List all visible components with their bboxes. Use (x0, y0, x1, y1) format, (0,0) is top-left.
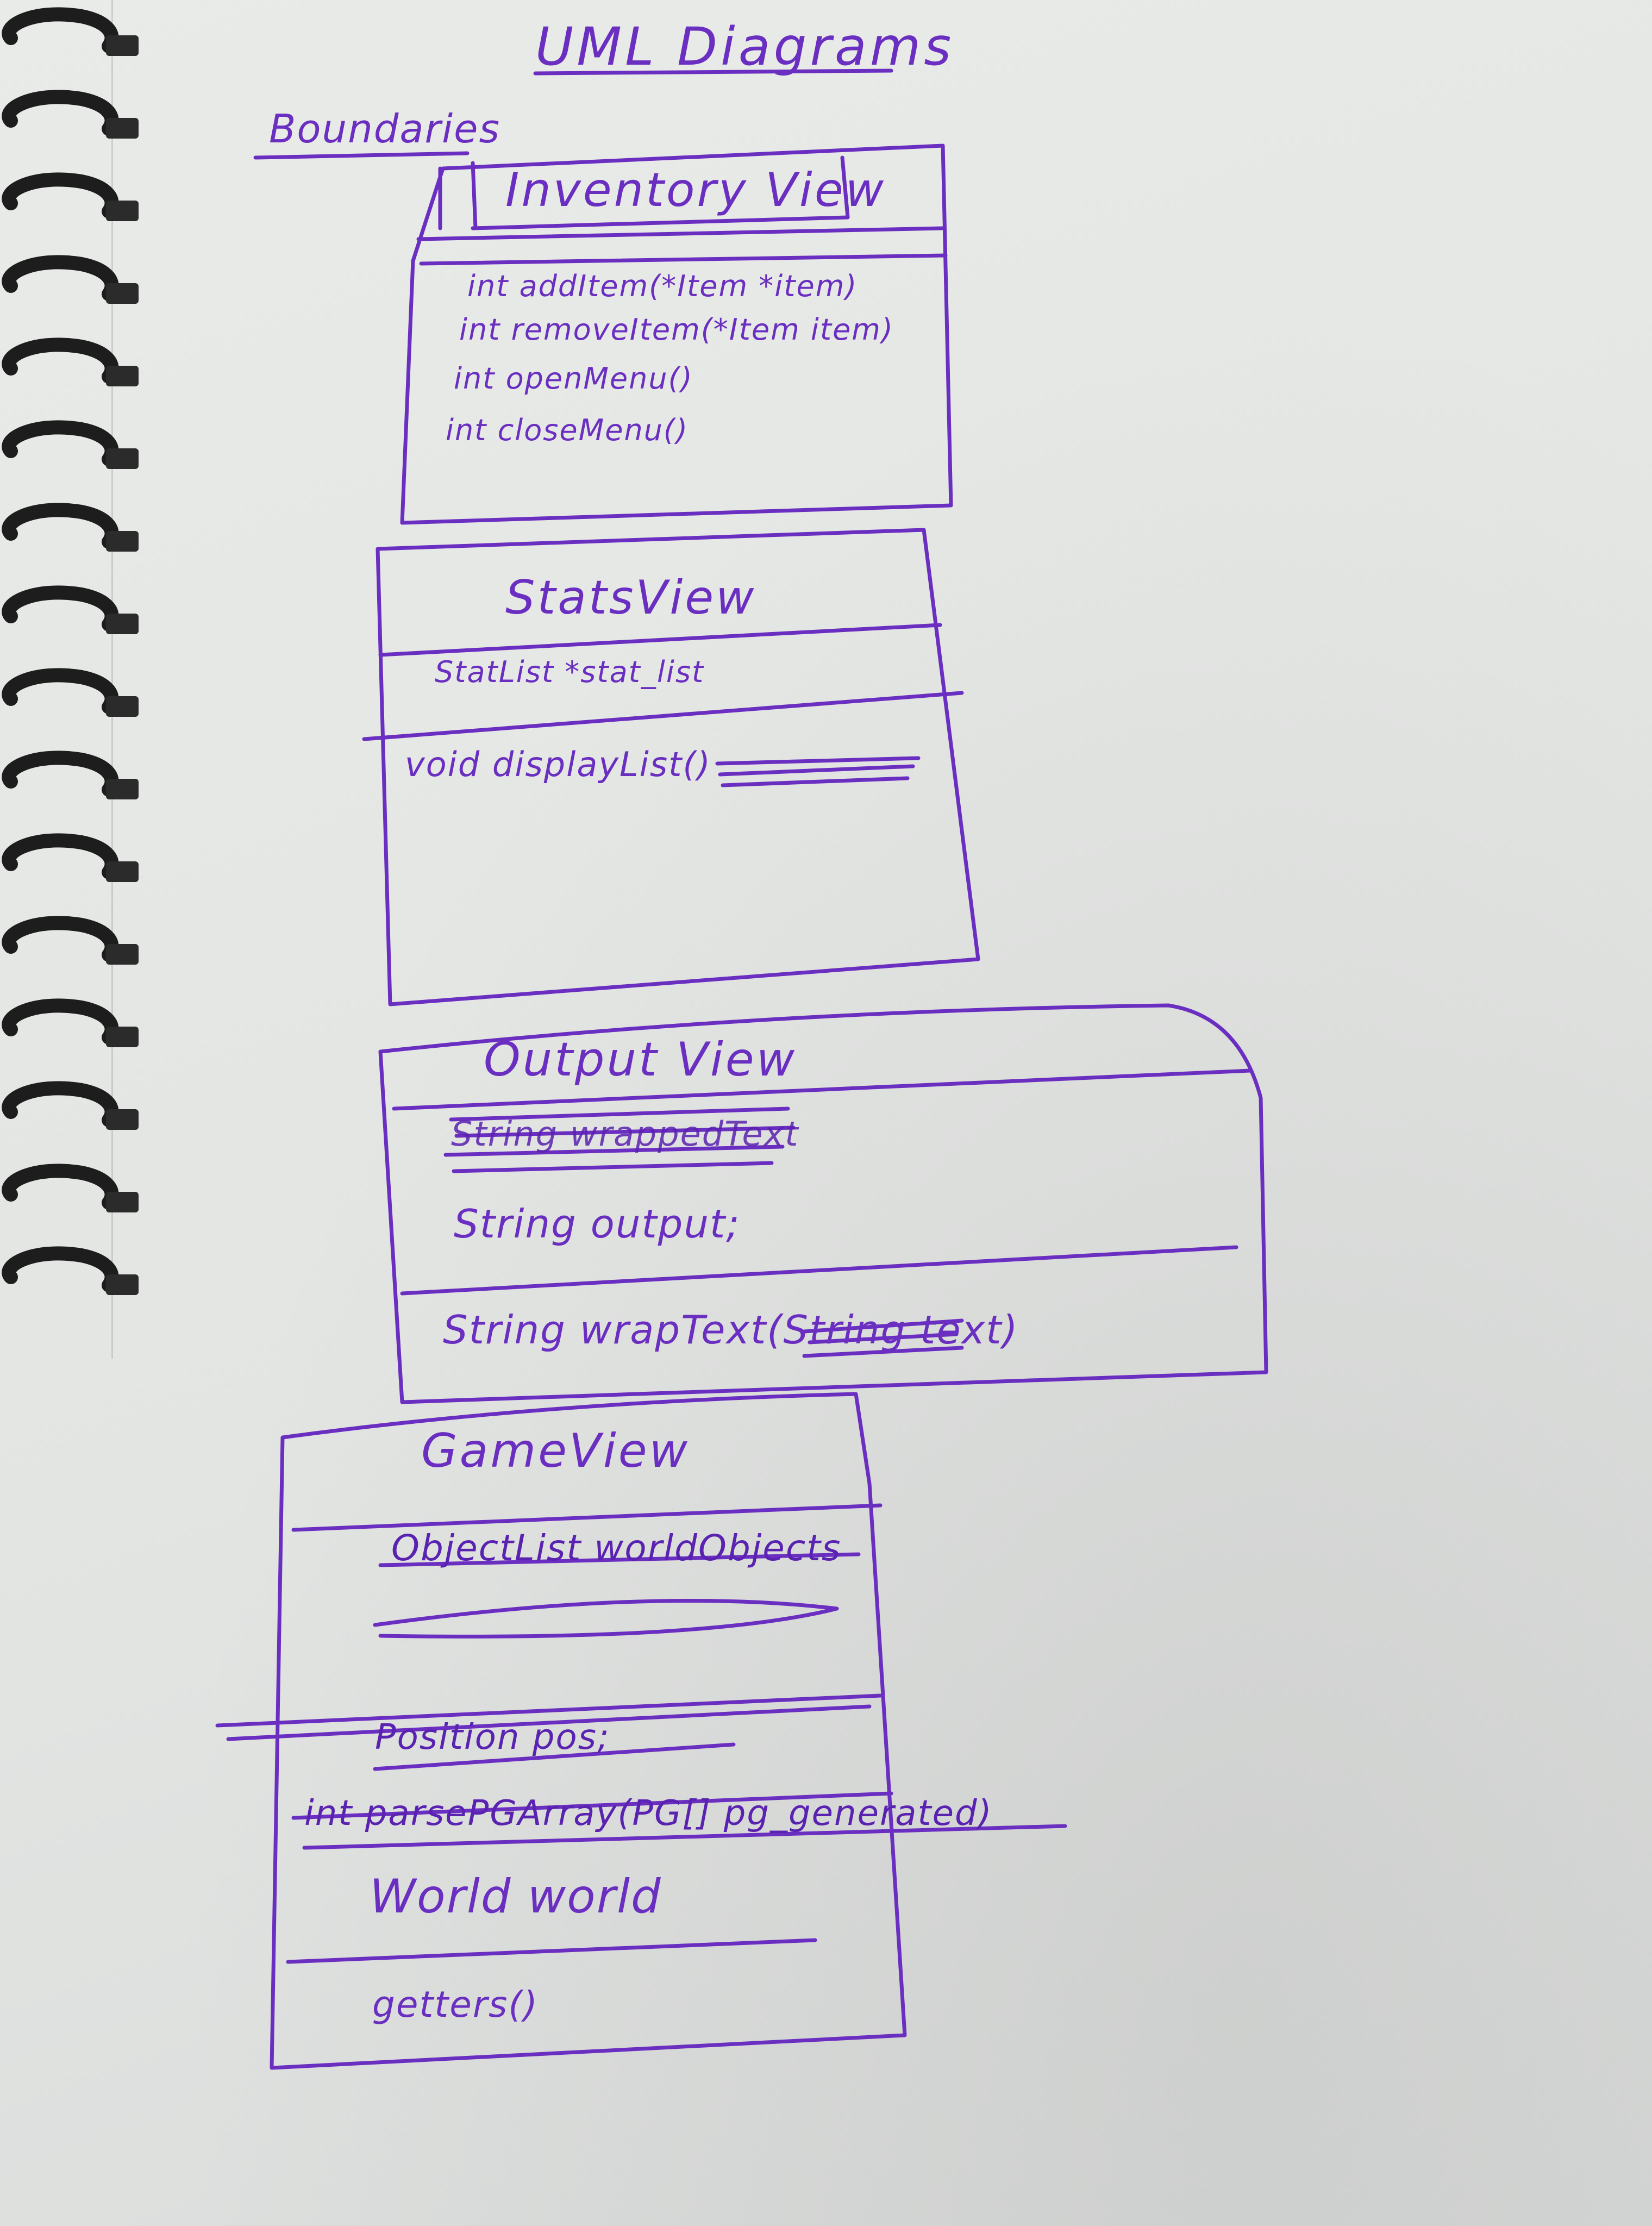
output-strike-1 (443, 1106, 796, 1173)
struck-method-parse-pg-array: int parsePGArray(PG[] pg_generated) (304, 1793, 993, 1834)
binding-ring (2, 998, 119, 1045)
gameview-strike-3 (215, 1693, 883, 1741)
binding-hole (106, 283, 139, 304)
section-label: Boundaries (269, 106, 500, 152)
binding-hole (106, 944, 139, 965)
method-display-list: void displayList() (405, 745, 711, 784)
gameview-separator-2 (291, 1791, 893, 1820)
binding-hole (106, 1274, 139, 1295)
class-name-inventory-view: Inventory View (505, 163, 886, 217)
gameview-separator-1 (291, 1503, 883, 1532)
binding-hole (106, 531, 139, 552)
class-name-game-view: GameView (421, 1424, 690, 1478)
binding-ring (2, 337, 119, 384)
binding-ring (2, 503, 119, 549)
inventory-box (400, 143, 953, 525)
inventory-separator-2 (419, 253, 948, 266)
output-strike-2 (802, 1318, 964, 1358)
binding-hole (106, 1027, 139, 1047)
attribute-output: String output; (454, 1201, 741, 1247)
binding-ring (2, 90, 119, 136)
binding-ring (2, 833, 119, 879)
binding-hole (106, 696, 139, 717)
binding-hole (106, 861, 139, 882)
stats-param-strike (715, 756, 921, 787)
binding-hole (106, 1109, 139, 1130)
attribute-world: World world (370, 1869, 662, 1924)
binding-hole (106, 35, 139, 56)
binding-ring (2, 7, 119, 53)
binding-ring (2, 1246, 119, 1292)
gameview-box (270, 1392, 907, 2070)
binding-ring (2, 172, 119, 218)
binding-hole (106, 201, 139, 221)
output-box (378, 1003, 1268, 1404)
binding-ring (2, 916, 119, 962)
binding-hole (106, 1192, 139, 1212)
binding-hole (106, 779, 139, 799)
output-separator-2 (400, 1245, 1238, 1296)
binding-ring (2, 585, 119, 631)
stats-separator-1 (378, 623, 942, 657)
class-name-output-view: Output View (484, 1033, 797, 1087)
class-name-stats-view: StatsView (505, 571, 756, 625)
binding-hole (106, 614, 139, 634)
gameview-strike-4 (373, 1742, 736, 1771)
inventory-title-frame (438, 155, 850, 230)
binding-hole (106, 448, 139, 469)
binding-ring (2, 255, 119, 301)
page-edge (111, 0, 113, 1359)
title-underline (533, 68, 893, 76)
gameview-strike-1 (378, 1552, 861, 1567)
spiral-binding (2, 7, 139, 1295)
method-remove-item: int removeItem(*Item item) (459, 312, 894, 347)
binding-ring (2, 1081, 119, 1127)
struck-attribute-wrapped-text: String wrappedText (451, 1114, 799, 1154)
page-title: UML Diagrams (535, 16, 955, 77)
struck-attribute-object-list: ObjectList worldObjects (391, 1527, 842, 1569)
gameview-strike-2 (373, 1598, 839, 1639)
gameview-strike-5 (302, 1824, 1067, 1850)
attribute-stat-list: StatList *stat_list (435, 655, 705, 689)
binding-ring (2, 420, 119, 466)
method-wrap-text: String wrapText(String text) (443, 1307, 1019, 1353)
section-underline (253, 151, 470, 160)
binding-hole (106, 366, 139, 386)
method-getters: getters() (372, 1984, 539, 2025)
method-add-item: int addItem(*Item *item) (467, 269, 858, 303)
output-separator-1 (392, 1068, 1252, 1111)
method-close-menu: int closeMenu() (446, 413, 689, 447)
inventory-separator-1 (416, 226, 945, 241)
stats-separator-2 (362, 691, 964, 741)
stats-box (376, 528, 980, 1006)
binding-ring (2, 668, 119, 714)
struck-attribute-position: Position pos; (375, 1717, 610, 1758)
method-open-menu: int openMenu() (454, 361, 693, 396)
binding-hole (106, 118, 139, 139)
binding-ring (2, 1164, 119, 1210)
binding-ring (2, 751, 119, 797)
gameview-separator-3 (286, 1938, 817, 1964)
